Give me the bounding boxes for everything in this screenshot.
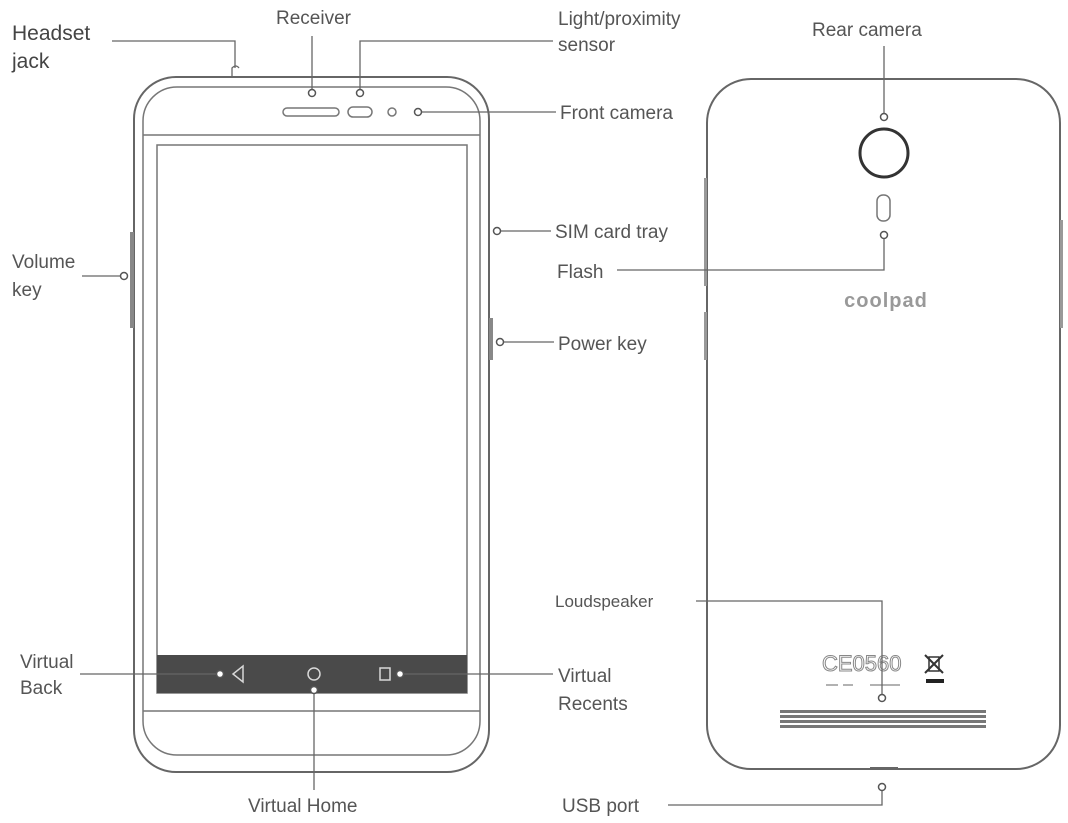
- power-key-dot: [495, 337, 505, 347]
- loudspeaker-label: Loudspeaker: [555, 592, 654, 611]
- virtual-back-label: Virtual Back: [20, 652, 79, 699]
- front-camera-lens: [387, 107, 397, 117]
- light-proximity-sensor-label: Light/proximity sensor: [558, 9, 686, 56]
- labels: Headset jack Receiver Light/proximity se…: [11, 8, 922, 817]
- flash-label: Flash: [557, 262, 603, 283]
- volume-key-bar: [130, 232, 134, 328]
- back-triangle-icon: [231, 664, 244, 684]
- flash-dot: [879, 230, 889, 240]
- loudspeaker-leader: [696, 600, 883, 694]
- virtual-recents-dot: [395, 669, 405, 679]
- rear-view: coolpad CE0560: [617, 46, 1063, 806]
- headset-jack-leader: [112, 40, 236, 68]
- ce-mark: CE0560: [822, 651, 902, 676]
- front-view: [80, 36, 556, 790]
- home-circle-icon: [307, 667, 321, 681]
- virtual-back-dot: [215, 669, 225, 679]
- power-key-label: Power key: [558, 334, 647, 355]
- rear-camera-lens: [858, 127, 910, 179]
- brand-logo: coolpad: [844, 290, 928, 312]
- loudspeaker-dot: [877, 693, 887, 703]
- rear-camera-dot: [879, 112, 889, 122]
- receiver-label: Receiver: [276, 8, 352, 29]
- usb-port-label: USB port: [562, 796, 640, 817]
- front-camera-label: Front camera: [560, 103, 673, 124]
- rear-left-key-lower: [704, 312, 707, 360]
- rear-left-key-upper: [704, 178, 707, 286]
- crossed-bin-icon: [924, 654, 944, 683]
- receiver-dot: [307, 88, 317, 98]
- speaker-grille: [780, 710, 986, 728]
- sim-tray-dot: [492, 226, 502, 236]
- virtual-recents-label: Virtual Recents: [558, 666, 628, 715]
- usb-port-leader: [668, 791, 883, 806]
- virtual-home-dot: [309, 685, 319, 695]
- headset-jack-label: Headset jack: [11, 22, 96, 73]
- front-camera-dot: [413, 107, 423, 117]
- recents-square-icon: [379, 667, 391, 681]
- sensor-window: [347, 106, 373, 118]
- sensor-dot: [355, 88, 365, 98]
- usb-port-dot: [877, 782, 887, 792]
- rear-right-key: [1060, 220, 1063, 328]
- flash-window: [876, 194, 891, 222]
- sim-card-tray-label: SIM card tray: [555, 222, 668, 243]
- volume-key-label: Volume key: [12, 252, 81, 301]
- power-key-bar: [489, 318, 493, 360]
- flash-leader: [617, 239, 885, 271]
- rear-camera-label: Rear camera: [812, 20, 922, 41]
- virtual-home-label: Virtual Home: [248, 796, 357, 817]
- receiver-slot: [282, 107, 340, 117]
- sensor-leader: [359, 40, 553, 89]
- volume-key-dot: [119, 271, 129, 281]
